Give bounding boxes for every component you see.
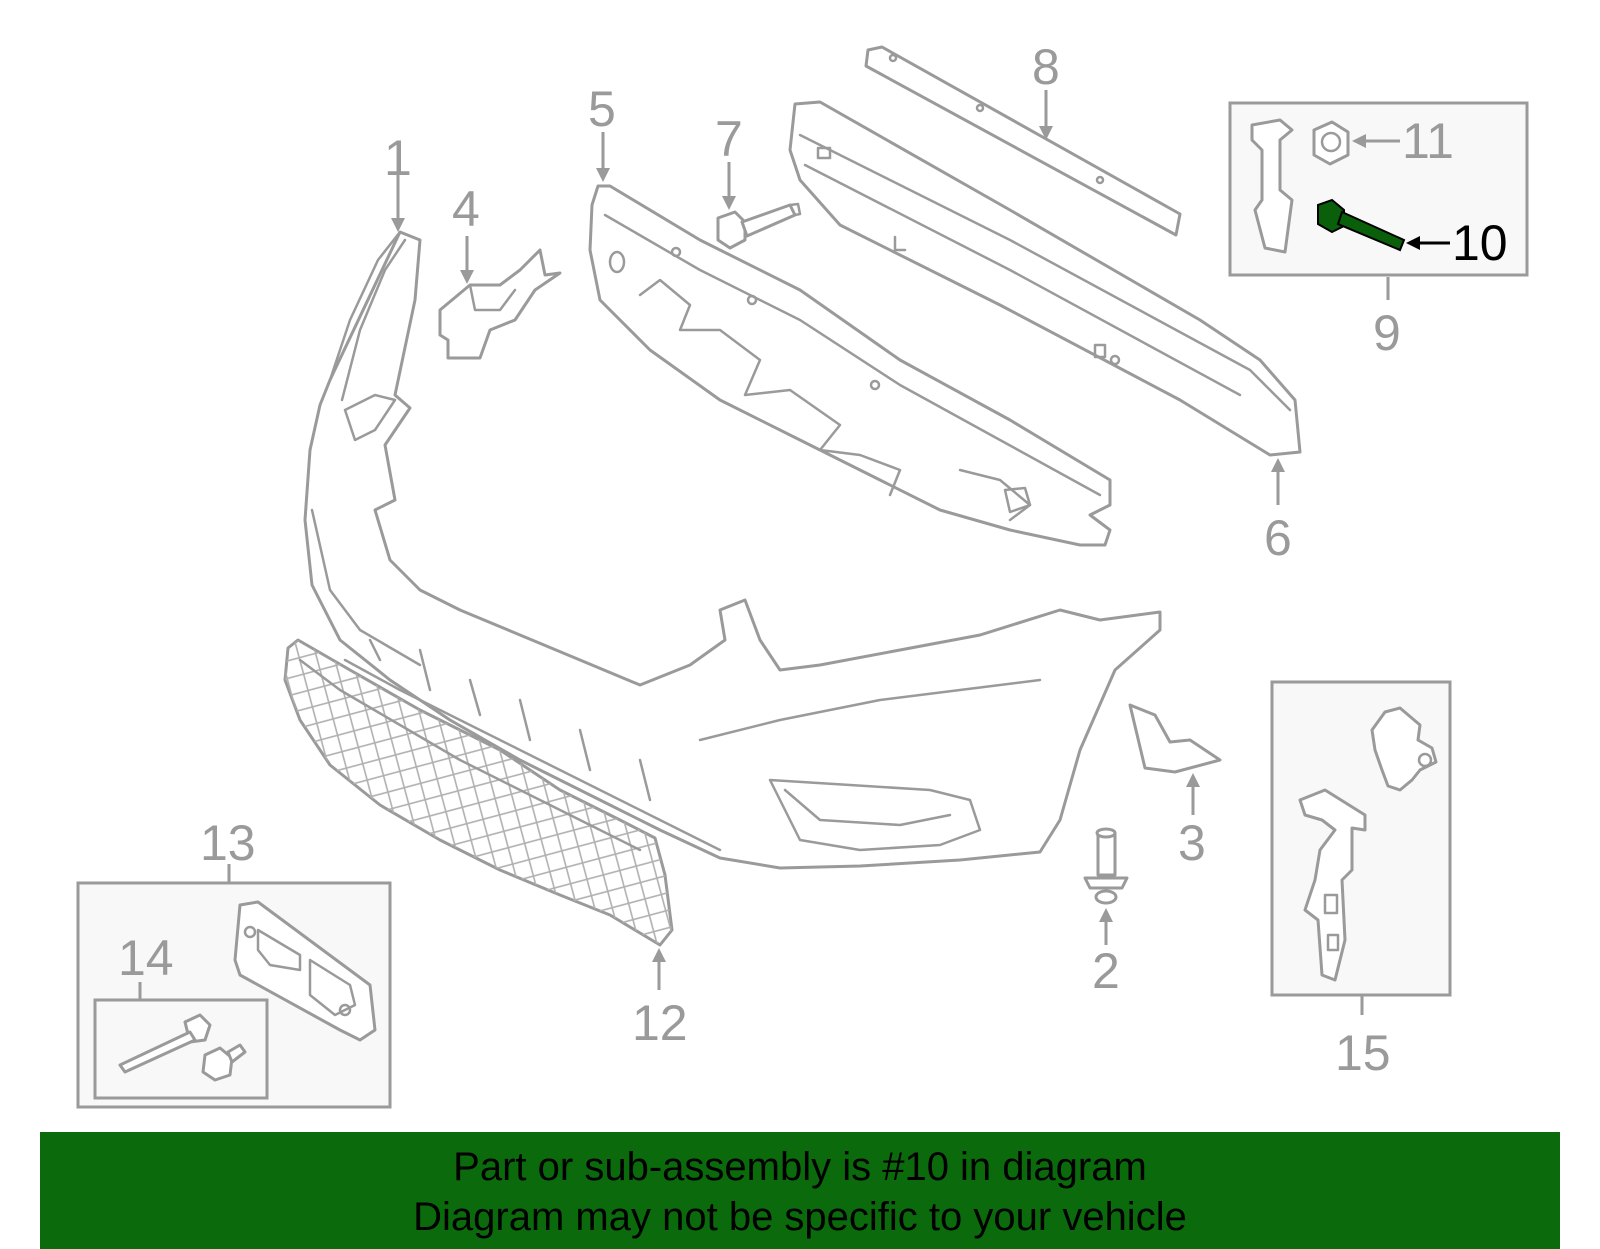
callout-14: 14 xyxy=(118,930,174,986)
callout-11: 11 xyxy=(1402,113,1454,169)
callout-2: 2 xyxy=(1092,943,1120,999)
box-14-fastener-kit xyxy=(93,998,269,1100)
part-1-bumper-cover xyxy=(303,230,1162,870)
box-13-license-bracket-kit xyxy=(76,881,392,1109)
part-2-push-pin xyxy=(1083,827,1129,905)
callout-7: 7 xyxy=(715,111,743,167)
callout-12: 12 xyxy=(632,995,688,1051)
part-8-reinforcement-strip xyxy=(864,45,1182,237)
callout-6: 6 xyxy=(1264,510,1292,566)
callout-labels: 1 2 3 4 5 6 7 8 9 10 11 12 13 14 15 xyxy=(118,39,1508,1081)
part-5-energy-absorber xyxy=(588,184,1112,547)
box-15-sensor-bracket xyxy=(1270,680,1452,997)
part-7-bolt xyxy=(716,202,802,250)
info-banner: Part or sub-assembly is #10 in diagram D… xyxy=(40,1132,1560,1249)
callout-1: 1 xyxy=(384,130,412,186)
box-9-bracket-kit xyxy=(1228,101,1529,277)
part-12-lower-grille xyxy=(283,638,674,947)
callout-15: 15 xyxy=(1335,1025,1391,1081)
part-10-bolt-highlighted xyxy=(1317,198,1406,252)
banner-line-disclaimer: Diagram may not be specific to your vehi… xyxy=(413,1195,1187,1239)
callout-13: 13 xyxy=(200,815,256,871)
part-3-deflector xyxy=(1128,703,1222,774)
banner-line-part-number: Part or sub-assembly is #10 in diagram xyxy=(453,1145,1147,1189)
leaders xyxy=(138,90,1450,1015)
callout-3: 3 xyxy=(1178,815,1206,871)
callout-4: 4 xyxy=(452,181,480,237)
part-6-impact-bar xyxy=(788,100,1302,457)
callout-5: 5 xyxy=(588,81,616,137)
part-4-bracket xyxy=(438,248,562,360)
callout-8: 8 xyxy=(1032,39,1060,95)
callout-10: 10 xyxy=(1452,215,1508,271)
callout-9: 9 xyxy=(1373,305,1401,361)
